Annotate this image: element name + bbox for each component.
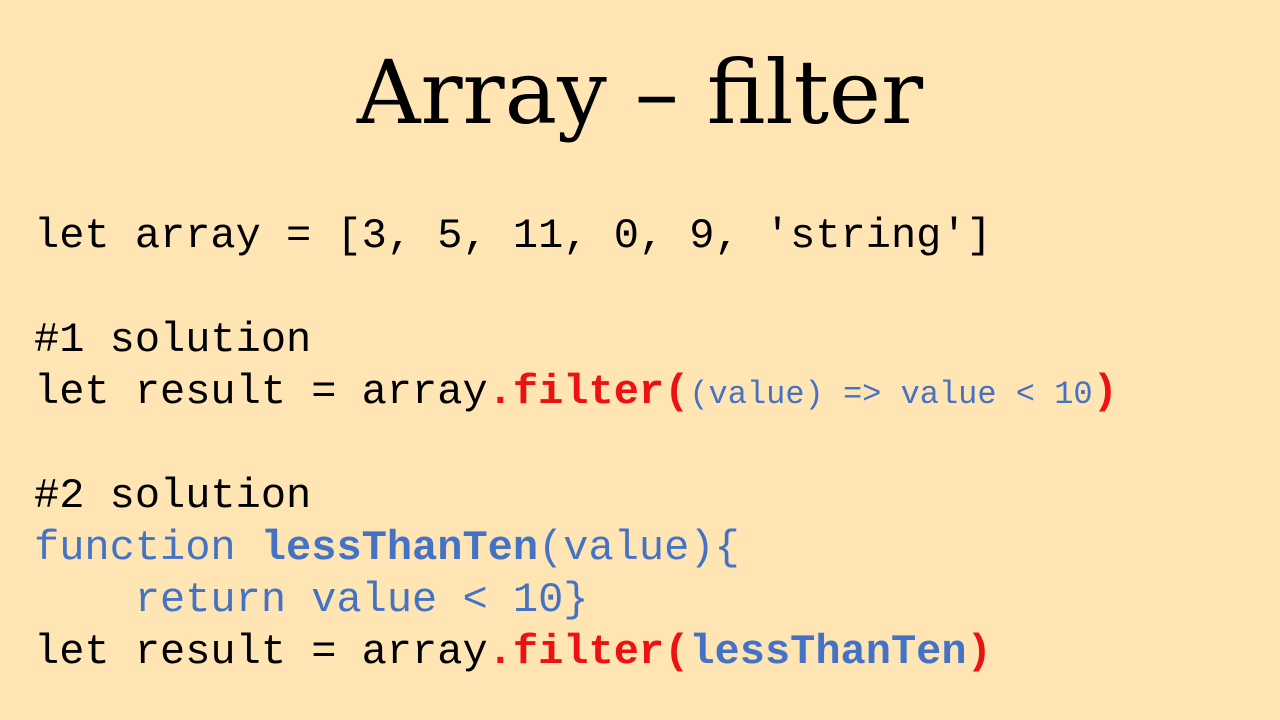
solution-1-arrow-callback: (value) => value < 10 [689,376,1093,413]
code-line-function-declaration: function lessThanTen(value){ [34,522,740,574]
solution-2-prefix: let result = array [34,628,488,676]
solution-2-close-paren: ) [966,628,992,676]
solution-2-filter-method: .filter( [487,628,690,676]
solution-1-heading: #1 solution [34,316,312,364]
function-keyword: function [34,524,261,572]
code-line-array-declaration: let array = [3, 5, 11, 0, 9, 'string'] [34,212,992,260]
slide-title: Array – filter [356,41,924,144]
solution-1-close-paren: ) [1092,368,1118,416]
code-line-function-body: return value < 10} [34,576,589,624]
solution-1-filter-method: .filter( [487,368,690,416]
code-line-solution-1: let result = array.filter((value) => val… [34,366,1118,421]
function-name: lessThanTen [260,524,539,572]
solution-2-heading: #2 solution [34,472,312,520]
function-params: (value){ [538,524,740,572]
code-line-solution-2: let result = array.filter(lessThanTen) [34,626,992,678]
solution-2-callback-arg: lessThanTen [689,628,967,676]
solution-1-prefix: let result = array [34,368,488,416]
